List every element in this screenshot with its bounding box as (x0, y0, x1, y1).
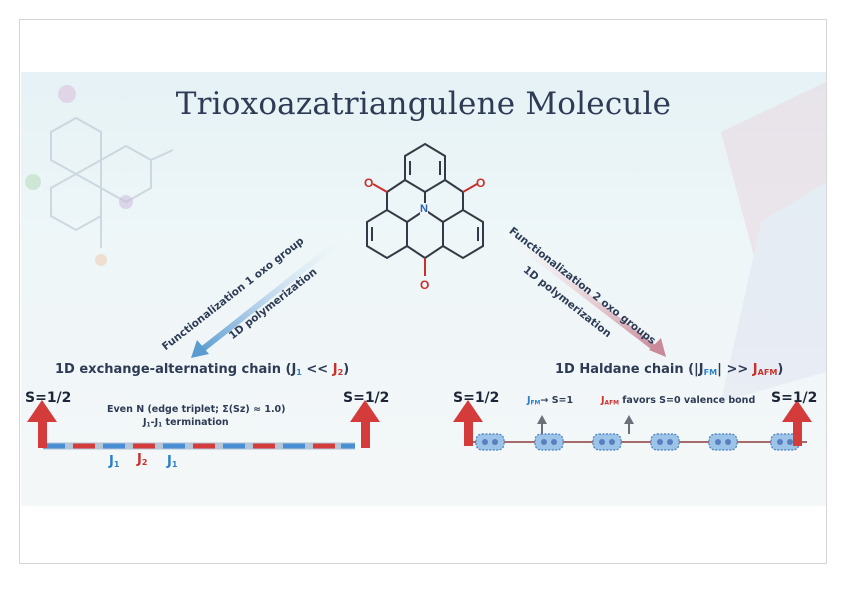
fm-j: J (527, 395, 531, 406)
left-chain-title-sub1: 1 (296, 368, 302, 377)
left-chain-title-mid: << (301, 362, 333, 377)
afm-text: favors S=0 valence bond (618, 395, 756, 406)
left-chain-title-text: 1D exchange-alternating chain (J (55, 362, 297, 377)
atom-label-n: N (420, 203, 428, 215)
j-label-2-symbol: J (137, 452, 142, 467)
left-chain-title-sub2: 2 (337, 368, 344, 377)
note-j1b-sub: 1 (158, 422, 163, 429)
right-chain-spin-right-label: S=1/2 (771, 390, 818, 406)
trioxoazatriangulene-structure (366, 142, 484, 276)
figure-title: Trioxoazatriangulene Molecule (175, 86, 672, 122)
left-chain-spin-arrow-right (350, 400, 380, 448)
left-chain-spin-arrow-left (27, 400, 57, 448)
diagram-graphics (25, 82, 826, 451)
right-chain-title-sub1: FM (703, 368, 718, 377)
left-chain-note-line1: Even N (edge triplet; Σ(Sz) ≈ 1.0) (107, 404, 286, 415)
atom-label-o-right: O (476, 176, 486, 190)
atom-label-o-left: O (364, 176, 374, 190)
left-chain-note-line2: J1-J1 termination (143, 417, 229, 428)
right-chain-title-end: ) (777, 362, 784, 377)
left-chain-title-end: ) (343, 362, 350, 377)
left-exchange-chain (27, 400, 380, 450)
right-chain-fm-note: JFM→ S=1 (527, 395, 573, 406)
right-chain-title-sub2: AFM (757, 368, 778, 377)
right-chain-title-mid: | >> (717, 362, 753, 377)
left-branch-arrow (191, 229, 353, 358)
right-chain-title: 1D Haldane chain (|JFM| >> JAFM) (555, 362, 783, 377)
left-chain-title: 1D exchange-alternating chain (J1 << J2) (55, 362, 349, 377)
right-branch-arrow (501, 229, 666, 357)
afm-j: J (601, 395, 605, 406)
right-chain-afm-note: JAFM favors S=0 valence bond (601, 395, 755, 406)
j-label-1-sub: 1 (113, 460, 120, 469)
background-molecule-decoration (50, 116, 174, 248)
right-chain-spin-left-label: S=1/2 (453, 390, 500, 406)
right-chain-spin-arrow-left (453, 400, 483, 446)
note-j1a: J (143, 417, 147, 428)
j-label-3-symbol: J (167, 454, 172, 469)
left-chain-title-j2: J (332, 362, 338, 377)
right-haldane-chain (453, 400, 812, 451)
left-chain-j-label-1: J1 (109, 454, 119, 469)
right-chain-spin-arrow-right (782, 400, 812, 446)
graphical-abstract: Trioxoazatriangulene Molecule O O O N Fu… (21, 72, 826, 506)
afm-sub: AFM (604, 400, 619, 407)
atom-label-o-bottom: O (420, 278, 430, 292)
j-label-2-sub: 2 (141, 458, 148, 467)
note-j1b: -J (150, 417, 159, 428)
left-chain-spin-left-label: S=1/2 (25, 390, 72, 406)
note-termination: termination (162, 417, 229, 428)
fm-sub: FM (530, 400, 541, 407)
j-label-1-symbol: J (109, 454, 114, 469)
fm-text: → S=1 (540, 395, 574, 406)
background-shape-decoration (721, 82, 826, 402)
right-chain-title-text: 1D Haldane chain (|J (555, 362, 704, 377)
j-label-3-sub: 1 (171, 460, 178, 469)
right-chain-title-j2: J (752, 362, 758, 377)
left-chain-spin-right-label: S=1/2 (343, 390, 390, 406)
left-chain-j-label-3: J1 (167, 454, 177, 469)
left-chain-j-label-2: J2 (137, 452, 147, 467)
note-j1a-sub: 1 (146, 422, 151, 429)
